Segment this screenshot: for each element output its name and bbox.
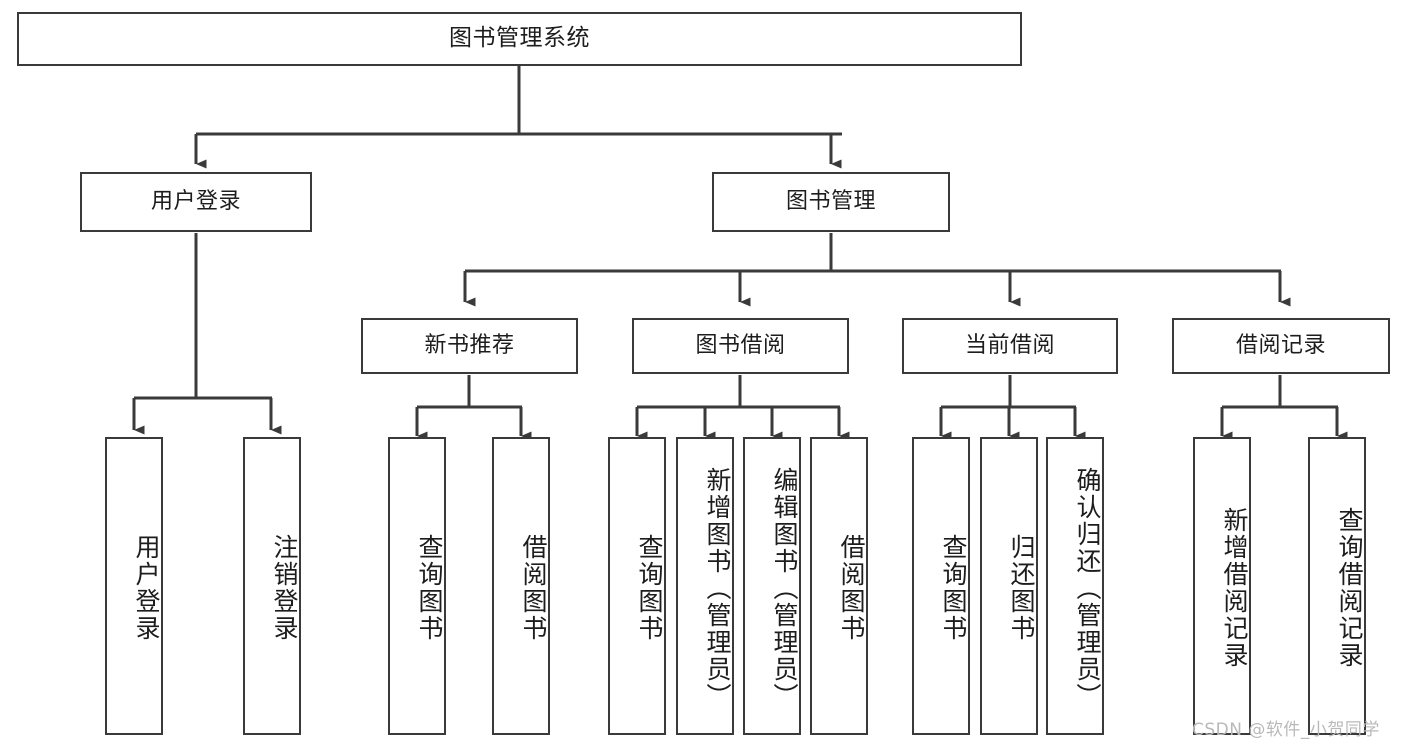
node-user-login-label: 用户登录 xyxy=(150,189,241,215)
leaf-book-borrow-lend[interactable]: 借阅图书 xyxy=(810,437,868,735)
leaf-book-borrow-add[interactable]: 新增图书（管理员） xyxy=(676,437,734,735)
node-root-system[interactable]: 图书管理系统 xyxy=(17,12,1022,66)
leaf-new-book-query[interactable]: 查询图书 xyxy=(388,437,446,735)
leaf-current-borrow-return[interactable]: 归还图书 xyxy=(980,437,1038,735)
leaf-borrow-record-add[interactable]: 新增借阅记录 xyxy=(1193,437,1251,735)
leaf-book-borrow-edit-label: 编辑图书（管理员） xyxy=(770,466,799,710)
leaf-borrow-record-query-label: 查询借阅记录 xyxy=(1335,507,1364,669)
leaf-book-borrow-query-label: 查询图书 xyxy=(635,534,664,642)
node-borrow-records-label: 借阅记录 xyxy=(1235,333,1326,359)
leaf-borrow-record-query[interactable]: 查询借阅记录 xyxy=(1308,437,1366,735)
node-current-borrow[interactable]: 当前借阅 xyxy=(902,318,1118,374)
node-book-manage-label: 图书管理 xyxy=(785,189,876,215)
leaf-user-login-signin-label: 用户登录 xyxy=(132,534,161,642)
node-current-borrow-label: 当前借阅 xyxy=(964,333,1055,359)
leaf-book-borrow-add-label: 新增图书（管理员） xyxy=(703,466,732,710)
leaf-current-borrow-confirm-label: 确认归还（管理员） xyxy=(1073,466,1102,710)
node-user-login[interactable]: 用户登录 xyxy=(80,172,312,232)
leaf-new-book-borrow[interactable]: 借阅图书 xyxy=(492,437,550,735)
node-book-manage[interactable]: 图书管理 xyxy=(712,172,950,232)
node-root-system-label: 图书管理系统 xyxy=(449,25,590,52)
leaf-new-book-borrow-label: 借阅图书 xyxy=(519,534,548,642)
csdn-watermark: CSDN @软件_小贺同学 xyxy=(1192,720,1380,740)
leaf-current-borrow-query-label: 查询图书 xyxy=(939,534,968,642)
node-new-book-recommend-label: 新书推荐 xyxy=(424,333,515,359)
leaf-user-login-signout-label: 注销登录 xyxy=(270,534,299,642)
node-book-borrow[interactable]: 图书借阅 xyxy=(632,318,849,374)
leaf-new-book-query-label: 查询图书 xyxy=(415,534,444,642)
leaf-book-borrow-query[interactable]: 查询图书 xyxy=(608,437,666,735)
leaf-book-borrow-lend-label: 借阅图书 xyxy=(837,534,866,642)
leaf-borrow-record-add-label: 新增借阅记录 xyxy=(1220,507,1249,669)
node-borrow-records[interactable]: 借阅记录 xyxy=(1172,318,1390,374)
leaf-current-borrow-return-label: 归还图书 xyxy=(1007,534,1036,642)
leaf-user-login-signin[interactable]: 用户登录 xyxy=(105,437,163,735)
leaf-user-login-signout[interactable]: 注销登录 xyxy=(243,437,301,735)
leaf-book-borrow-edit[interactable]: 编辑图书（管理员） xyxy=(743,437,801,735)
leaf-current-borrow-query[interactable]: 查询图书 xyxy=(912,437,970,735)
node-book-borrow-label: 图书借阅 xyxy=(695,333,786,359)
node-new-book-recommend[interactable]: 新书推荐 xyxy=(361,318,578,374)
leaf-current-borrow-confirm[interactable]: 确认归还（管理员） xyxy=(1046,437,1104,735)
